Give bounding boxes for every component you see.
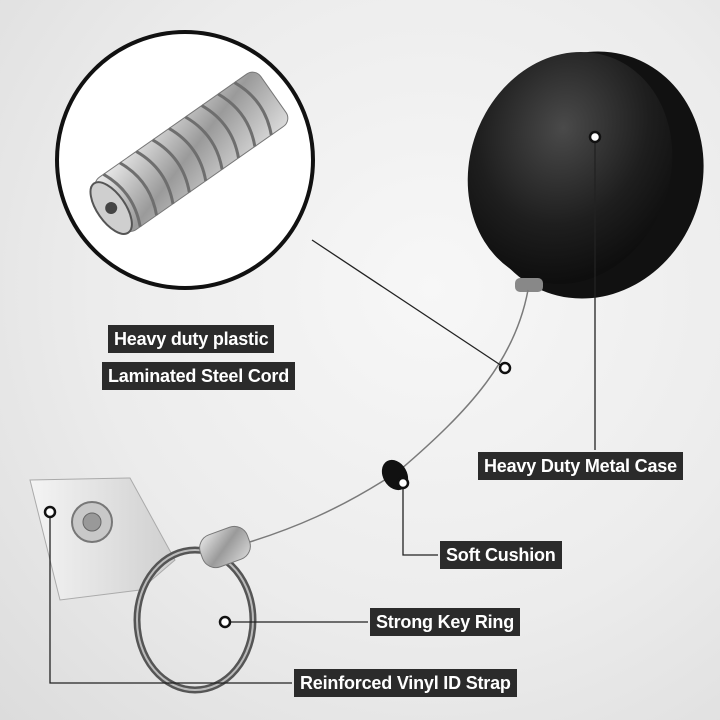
metal-case xyxy=(467,51,704,299)
label-key-ring: Strong Key Ring xyxy=(370,608,521,636)
vinyl-strap xyxy=(29,477,176,601)
label-vinyl-id-strap: Reinforced Vinyl ID Strap xyxy=(294,669,517,697)
label-laminated-steel-cord: Laminated Steel Cord xyxy=(102,362,296,390)
leader-lines xyxy=(49,137,596,684)
key-ring xyxy=(133,525,257,694)
label-soft-cushion: Soft Cushion xyxy=(440,541,562,569)
cable-zoom-circle xyxy=(55,30,315,290)
soft-cushion xyxy=(381,459,409,491)
label-heavy-duty-plastic: Heavy duty plastic xyxy=(108,325,275,353)
callout-dots xyxy=(43,130,602,629)
label-metal-case: Heavy Duty Metal Case xyxy=(478,452,683,480)
